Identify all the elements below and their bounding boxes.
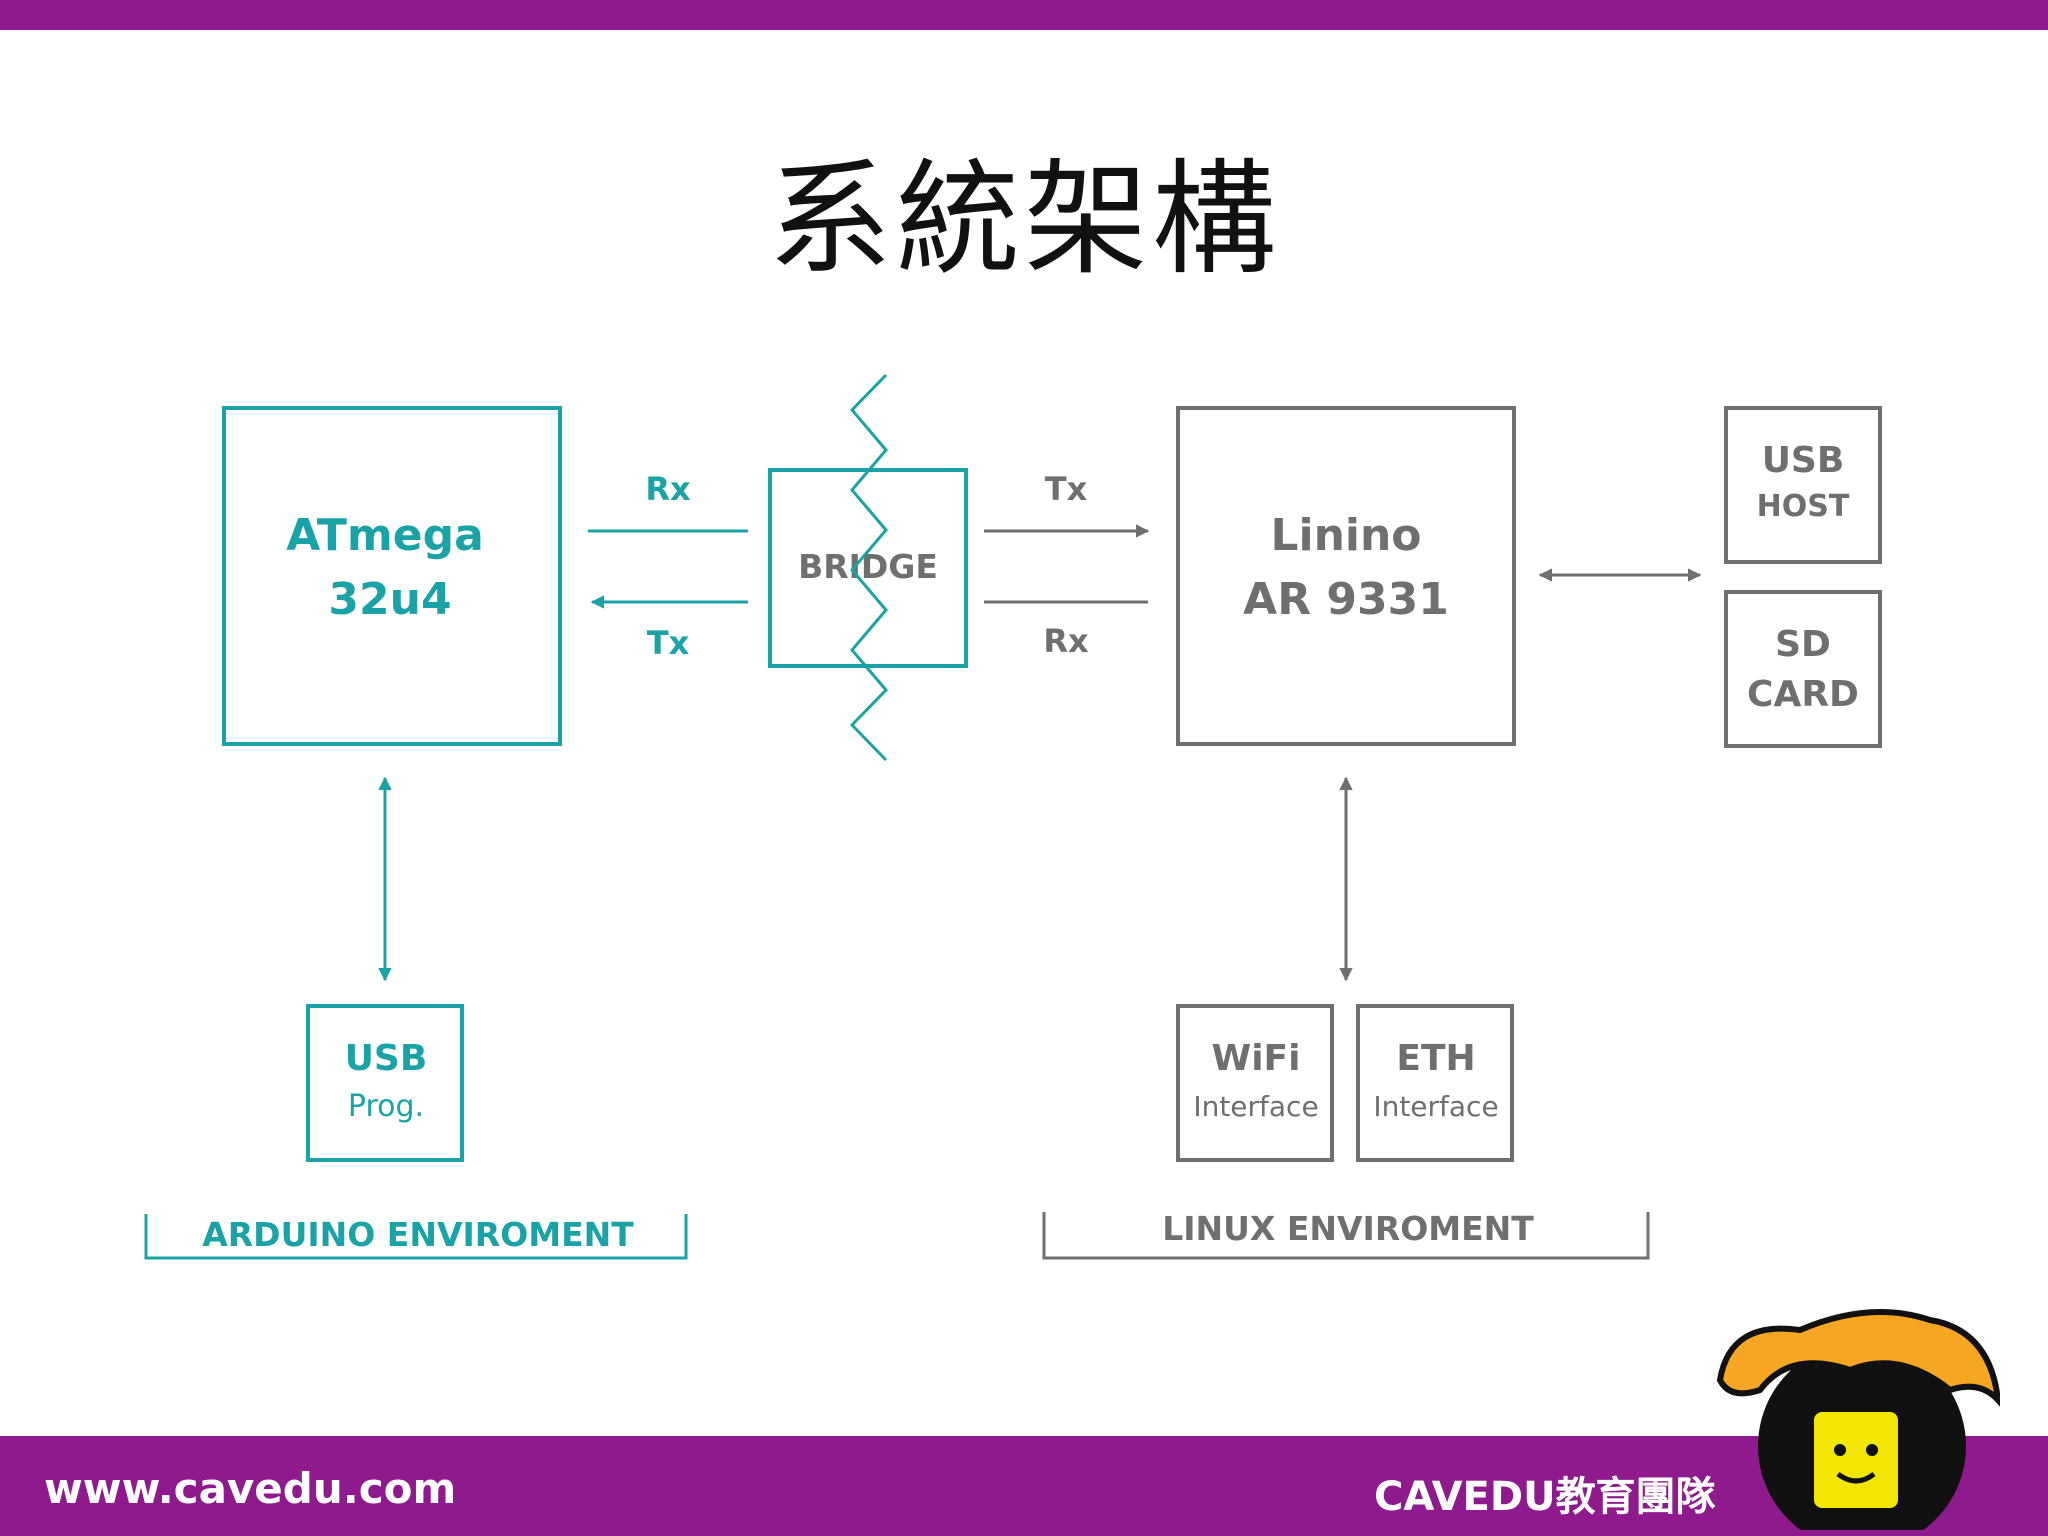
eth-label-line1: ETH xyxy=(1396,1038,1475,1079)
usb-host-block: USB HOST xyxy=(1724,406,1882,564)
linux-environment-bracket: LINUX ENVIROMENT xyxy=(1042,1209,1650,1260)
atmega-label-line2: 32u4 xyxy=(328,574,451,625)
linino-label-line1: Linino xyxy=(1270,510,1421,561)
usb-host-label-line1: USB xyxy=(1762,440,1845,481)
bridge-label: BRIDGE xyxy=(798,547,938,586)
wifi-label-line1: WiFi xyxy=(1212,1038,1301,1079)
right-rx-label: Rx xyxy=(1043,622,1089,660)
eth-interface-block: ETH Interface xyxy=(1356,1004,1514,1162)
usb-prog-label-line2: Prog. xyxy=(348,1089,424,1124)
arduino-environment-bracket: ARDUINO ENVIROMENT xyxy=(144,1214,688,1260)
linux-environment-label: LINUX ENVIROMENT xyxy=(1162,1209,1534,1248)
usb-prog-label-line1: USB xyxy=(345,1038,428,1079)
left-rx-label: Rx xyxy=(645,470,691,508)
usb-host-label-line2: HOST xyxy=(1757,489,1850,524)
wifi-interface-block: WiFi Interface xyxy=(1176,1004,1334,1162)
atmega-block: ATmega 32u4 xyxy=(222,406,562,746)
usb-prog-block: USB Prog. xyxy=(306,1004,464,1162)
footer-team-name: CAVEDU教育團隊 xyxy=(1374,1474,1716,1520)
bridge-zigzag-line xyxy=(849,373,889,762)
system-architecture-diagram: ATmega 32u4 Rx Tx BRIDGE Tx Rx Linino AR… xyxy=(144,373,1882,1260)
atmega-label-line1: ATmega xyxy=(286,510,484,561)
linino-block: Linino AR 9331 xyxy=(1176,406,1516,746)
footer-bar xyxy=(0,1436,2048,1536)
wifi-label-line2: Interface xyxy=(1193,1090,1318,1123)
arduino-environment-label: ARDUINO ENVIROMENT xyxy=(202,1215,634,1254)
left-tx-label: Tx xyxy=(647,624,690,662)
slide-title: 系統架構 xyxy=(767,148,1280,292)
eth-label-line2: Interface xyxy=(1373,1090,1498,1123)
sd-card-label-line2: CARD xyxy=(1747,674,1859,715)
sd-card-block: SD CARD xyxy=(1724,590,1882,748)
cavedu-mascot-logo xyxy=(1716,1309,2000,1530)
bridge-block: BRIDGE xyxy=(768,373,968,762)
top-accent-bar xyxy=(0,0,2048,30)
right-tx-label: Tx xyxy=(1045,470,1088,508)
linino-label-line2: AR 9331 xyxy=(1243,574,1449,625)
footer-url: www.cavedu.com xyxy=(44,1464,457,1513)
sd-card-label-line1: SD xyxy=(1775,624,1831,665)
